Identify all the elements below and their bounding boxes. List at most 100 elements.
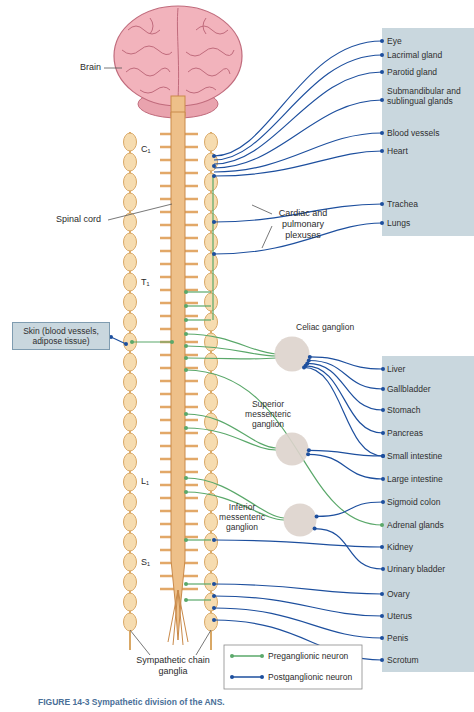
preganglionic-dots (130, 290, 384, 602)
legend-sample-dot (260, 675, 264, 679)
leader-lines (104, 68, 272, 655)
legend-sample-dot (230, 675, 234, 679)
neuron-end-dot (381, 367, 385, 371)
legend-box (224, 645, 362, 689)
postganglionic-connector (304, 367, 383, 456)
box-text: Skin (blood vessels, adipose tissue) (15, 326, 107, 346)
organ-label-box: Gallbladder (383, 384, 471, 394)
organ-label-box: Large intestine (383, 474, 471, 484)
organ-name: Scrotum (387, 655, 471, 665)
figure-caption: FIGURE 14-3 Sympathetic division of the … (38, 697, 458, 707)
organ-name: Sigmoid colon (387, 497, 471, 507)
organ-name: Submandibular and sublingual glands (387, 86, 471, 106)
organ-label-box: Kidney (383, 542, 471, 552)
organ-name: Lacrimal gland (387, 50, 471, 60)
brain (114, 6, 242, 106)
organ-label-box: Sigmoid colon (383, 497, 471, 507)
ganglion-heading: Celiac ganglion (296, 322, 376, 332)
organ-label-box: Adrenal glands (383, 520, 471, 530)
neuron-end-dot (381, 567, 385, 571)
organ-name: Heart (387, 146, 471, 156)
ganglion-node: Superior messenteric ganglion (275, 432, 309, 466)
organ-label-box: Heart (383, 146, 471, 156)
organ-label-box: Blood vessels (383, 128, 471, 138)
cauda-equina (168, 590, 188, 645)
organ-band (382, 356, 474, 672)
ganglion-circle (284, 504, 317, 537)
legend-sample-line (232, 676, 262, 678)
organ-name: Stomach (387, 405, 471, 415)
postganglionic-connector (307, 363, 383, 410)
ganglion-heading: Inferior messenteric ganglion (211, 502, 273, 532)
organ-name: Trachea (387, 199, 471, 209)
postganglionic-connector (309, 361, 383, 390)
postganglionic-connector (306, 366, 383, 433)
spinal-cord (171, 112, 185, 640)
chain-ganglia (203, 132, 219, 632)
ganglion-node: Celiac ganglion (274, 336, 310, 372)
neuron-end-dot (381, 500, 385, 504)
organ-label-box: Urinary bladder (383, 564, 471, 574)
neuron-end-dot (381, 408, 385, 412)
organ-name: Eye (387, 36, 471, 46)
organ-name: Liver (387, 364, 471, 374)
organ-label-box: Uterus (383, 611, 471, 621)
organ-label-box: Submandibular and sublingual glands (383, 86, 471, 106)
organ-name: Parotid gland (387, 67, 471, 77)
segment-label: S₁ (141, 557, 161, 568)
neuron-end-dot (381, 431, 385, 435)
organ-name: Blood vessels (387, 128, 471, 138)
legend-sample-dot (260, 654, 264, 658)
organ-band (382, 28, 474, 236)
ganglion-circle (275, 337, 310, 372)
organ-label-box: Liver (383, 364, 471, 374)
organ-label-box: Stomach (383, 405, 471, 415)
ganglion-circle (276, 433, 309, 466)
postganglionic-fibers (111, 41, 382, 660)
neuron-end-dot (381, 477, 385, 481)
organ-label-box: Pancreas (383, 428, 471, 438)
legend-text: Postganglionic neuron (268, 672, 360, 683)
organ-name: Gallbladder (387, 384, 471, 394)
ganglion-heading: Superior messenteric ganglion (233, 399, 303, 429)
part-label: Brain (80, 62, 110, 73)
organ-name: Penis (387, 633, 471, 643)
ganglion-shape (275, 432, 309, 466)
organ-name: Small intestine (387, 451, 471, 461)
legend-sample-line (232, 655, 262, 657)
organ-name: Large intestine (387, 474, 471, 484)
organ-label-box: Scrotum (383, 655, 471, 665)
chain-ganglia (122, 132, 138, 632)
ganglion-shape (283, 503, 317, 537)
organ-label-box: Penis (383, 633, 471, 643)
segment-label: L₁ (141, 476, 161, 487)
plexus-label: Cardiac and pulmonary plexuses (270, 208, 336, 241)
part-label: Spinal cord (56, 214, 116, 225)
organ-name: Ovary (387, 589, 471, 599)
postganglionic-connector (317, 502, 383, 516)
ganglion-shape (274, 336, 310, 372)
organ-name: Uterus (387, 611, 471, 621)
organ-name: Kidney (387, 542, 471, 552)
organ-label-box: Ovary (383, 589, 471, 599)
legend-text: Preganglionic neuron (268, 651, 360, 662)
organ-label-box: Lacrimal gland (383, 50, 471, 60)
postganglionic-dots (109, 39, 384, 662)
target-box: Skin (blood vessels, adipose tissue) (12, 322, 110, 350)
segment-label: T₁ (141, 277, 161, 288)
organ-name: Adrenal glands (387, 520, 471, 530)
preganglionic-fibers (132, 176, 382, 600)
ganglion-node: Inferior messenteric ganglion (283, 503, 317, 537)
segment-label: C₁ (141, 144, 161, 155)
organ-name: Lungs (387, 218, 471, 228)
postganglionic-connector (310, 357, 383, 369)
postganglionic-connector (315, 529, 383, 569)
organ-name: Urinary bladder (387, 564, 471, 574)
organ-label-box: Eye (383, 36, 471, 46)
organ-label-box: Trachea (383, 199, 471, 209)
part-label: Sympathetic chain ganglia (136, 655, 210, 677)
neuron-end-dot (381, 387, 385, 391)
legend-sample-dot (230, 654, 234, 658)
organ-name: Pancreas (387, 428, 471, 438)
